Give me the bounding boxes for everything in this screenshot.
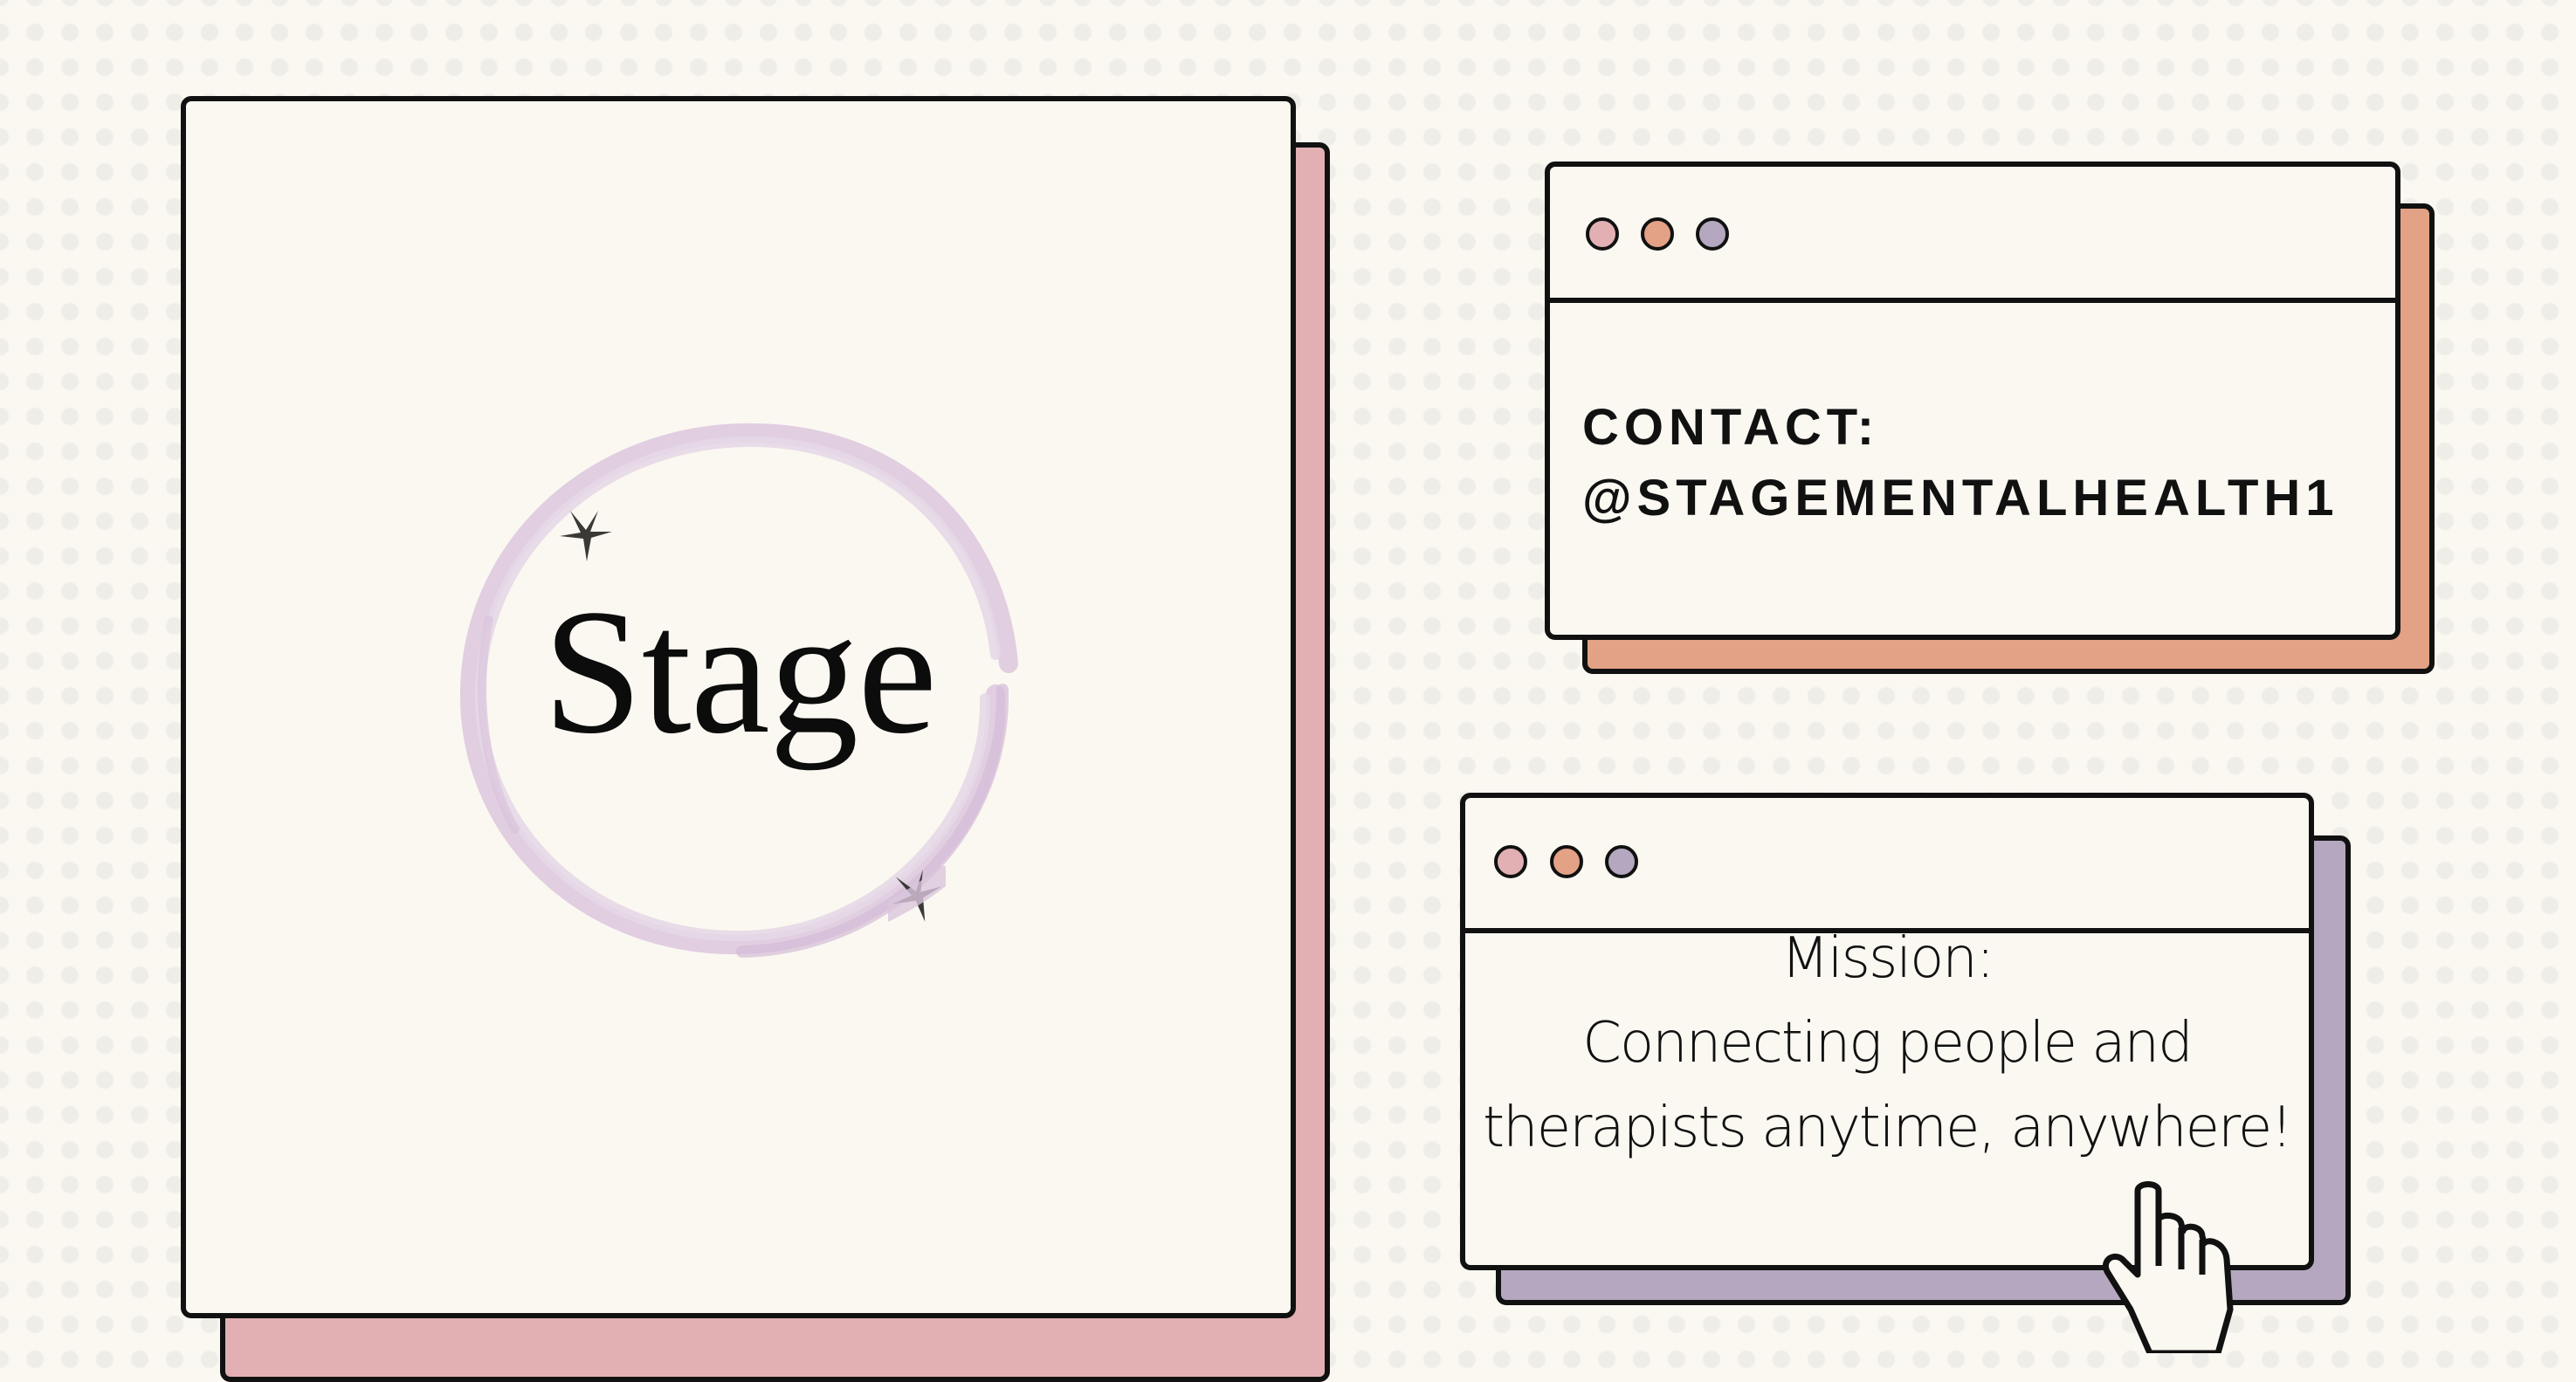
window-dot-purple-icon: [1605, 845, 1638, 878]
logo-card: [181, 96, 1296, 1318]
contact-info: CONTACT: @STAGEMENTALHEALTH1: [1582, 392, 2339, 533]
mission-window: Mission: Connecting people and therapist…: [1460, 793, 2314, 1270]
mission-label: Mission:: [1780, 926, 1995, 991]
window-dot-purple-icon: [1696, 217, 1729, 251]
logo-wordmark: Stage: [542, 573, 937, 771]
mission-window-titlebar: [1465, 798, 2309, 933]
window-dot-orange-icon: [1641, 217, 1674, 251]
logo-ring-icon: [459, 423, 1018, 958]
window-dot-orange-icon: [1550, 845, 1583, 878]
contact-label: CONTACT:: [1582, 399, 1880, 456]
contact-handle[interactable]: @STAGEMENTALHEALTH1: [1582, 470, 2339, 526]
pointing-hand-cursor-icon: [2102, 1181, 2234, 1353]
contact-window: CONTACT: @STAGEMENTALHEALTH1: [1545, 162, 2400, 640]
mission-line-1: Connecting people and: [1582, 1011, 2193, 1076]
window-dot-pink-icon: [1586, 217, 1619, 251]
window-dot-pink-icon: [1494, 845, 1527, 878]
sparkle-star-icon-2: [888, 866, 946, 922]
contact-window-titlebar: [1550, 167, 2395, 303]
mission-statement: Mission: Connecting people and therapist…: [1465, 917, 2309, 1171]
mission-line-2: therapists anytime, anywhere!: [1483, 1096, 2293, 1160]
sparkle-star-icon: [560, 511, 612, 561]
